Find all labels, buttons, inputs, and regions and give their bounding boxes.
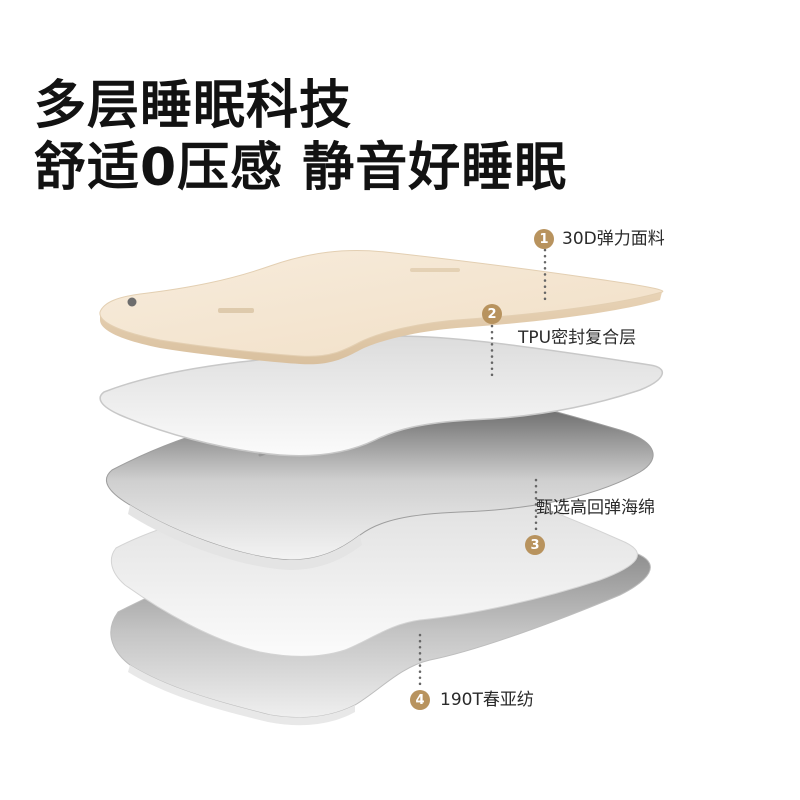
- layer-1-label: 30D弹力面料: [562, 228, 665, 249]
- layer-3-label: 甄选高回弹海绵: [536, 498, 655, 518]
- fabric-logo-mark: [218, 308, 254, 313]
- callout-layer-2: 2: [482, 304, 502, 324]
- layer-2-label: TPU密封复合层: [518, 328, 637, 348]
- headline-line-2: 舒适0压感 静音好睡眠: [34, 138, 568, 198]
- zipper-pull-icon: [127, 297, 137, 307]
- callout-layer-1: 1 30D弹力面料: [534, 229, 665, 249]
- numbered-circle-icon: 2: [482, 304, 502, 324]
- headline-line-1: 多层睡眠科技: [34, 76, 353, 136]
- fabric-logo-mark-2: [410, 268, 460, 272]
- layer-4-label: 190T春亚纺: [440, 689, 534, 710]
- layer-1-top-fabric: [99, 250, 664, 365]
- leader-lines: [418, 248, 547, 690]
- numbered-circle-icon: 3: [525, 535, 545, 555]
- callout-layer-3: 3: [525, 535, 545, 555]
- numbered-circle-icon: 4: [410, 690, 430, 710]
- numbered-circle-icon: 1: [534, 229, 554, 249]
- callout-layer-4: 4 190T春亚纺: [410, 690, 534, 710]
